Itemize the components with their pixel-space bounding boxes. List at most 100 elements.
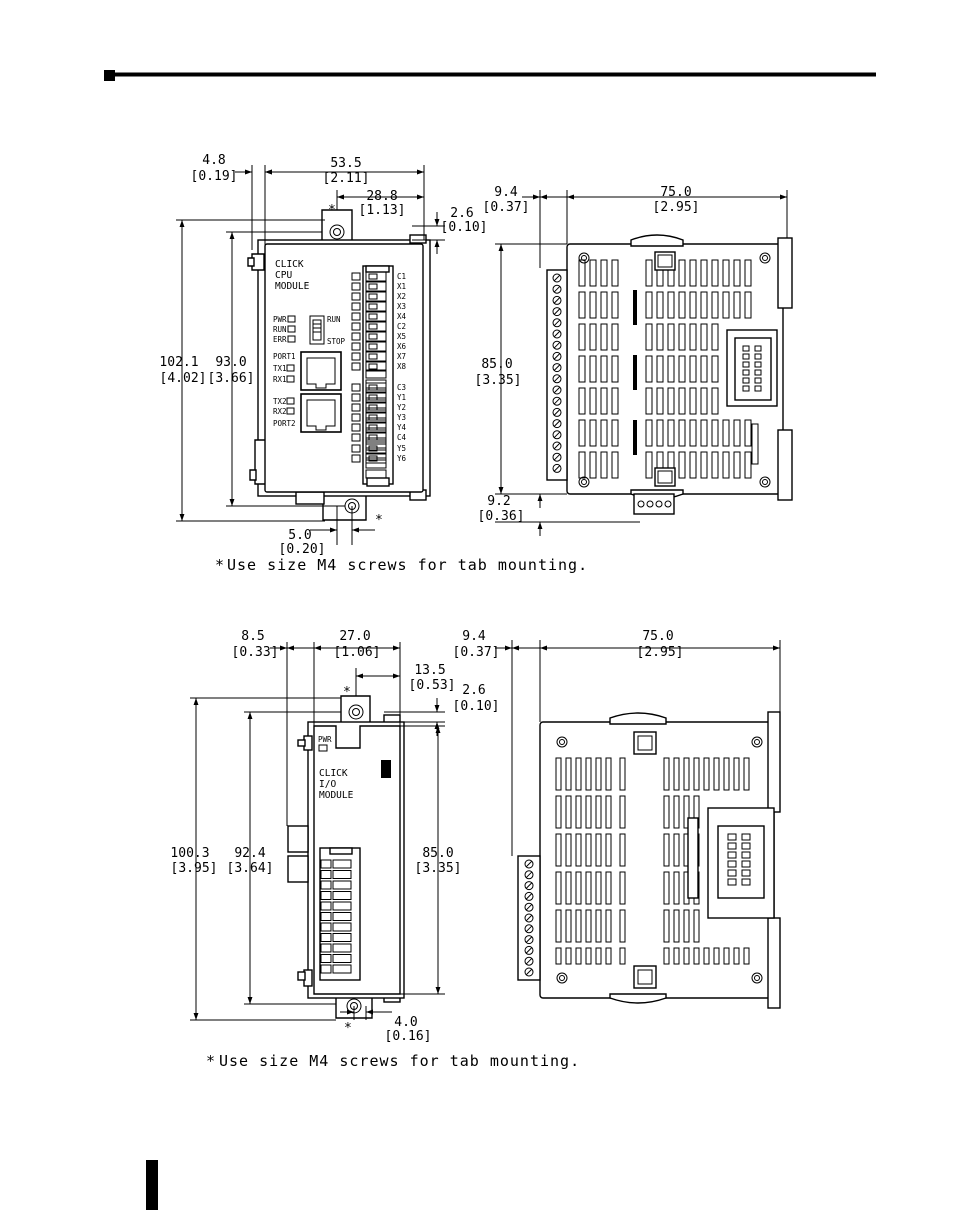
- cpu-terminal-label: Y5: [397, 444, 406, 453]
- cpu-module-label-3: MODULE: [275, 281, 310, 292]
- dim-2-6: 2.6: [450, 206, 473, 221]
- rx1-label: RX1: [273, 375, 287, 384]
- cpu-terminal-label: Y4: [397, 423, 407, 432]
- io-dim-9-4-in: [0.37]: [453, 645, 500, 660]
- footer-tab: [146, 1160, 158, 1210]
- cpu-terminal-label: C4: [397, 433, 407, 442]
- led-icon: [286, 364, 295, 372]
- cpu-terminal-label: C3: [397, 383, 406, 392]
- dim-28-8: 28.8: [366, 189, 397, 204]
- io-note-asterisk: *: [206, 1052, 216, 1070]
- cpu-terminal-label: C2: [397, 322, 406, 331]
- cpu-terminal-label: X6: [397, 342, 407, 351]
- led-icon: [287, 315, 296, 323]
- led-icon: [286, 397, 295, 405]
- tx2-label: TX2: [273, 397, 287, 406]
- port1-label: PORT1: [273, 352, 296, 361]
- cpu-led-err-label: ERR: [273, 335, 287, 344]
- cpu-terminal-label: Y3: [397, 413, 406, 422]
- io-dim-labels: 8.5 [0.33] 27.0 [1.06] 13.5 [0.53] 2.6 […: [170, 629, 683, 1070]
- dim-102-1: 102.1: [159, 355, 198, 370]
- io-module-label-3: MODULE: [319, 790, 354, 801]
- dim-4-8: 4.8: [202, 153, 225, 168]
- rj-port-2-icon: [300, 393, 342, 433]
- dim-4-0-in: [0.16]: [385, 1029, 432, 1044]
- cpu-module-label-2: CPU: [275, 270, 292, 281]
- cpu-terminal-label: Y6: [397, 454, 407, 463]
- dim-9-4-in: [0.37]: [483, 200, 530, 215]
- io-module-label-1: CLICK: [319, 768, 348, 779]
- dim-5-0-in: [0.20]: [279, 542, 326, 557]
- io-dim-75-0-in: [2.95]: [637, 645, 684, 660]
- io-module-label-2: I/O: [319, 779, 336, 790]
- dim-2-6-in: [0.10]: [441, 220, 488, 235]
- io-dim-2-6-in: [0.10]: [453, 699, 500, 714]
- dim-100-3-in: [3.95]: [171, 861, 218, 876]
- dim-13-5: 13.5: [414, 663, 445, 678]
- dim-4-0: 4.0: [394, 1015, 417, 1030]
- dim-27-0: 27.0: [339, 629, 370, 644]
- dim-8-5: 8.5: [241, 629, 264, 644]
- io-dimensions: [190, 640, 781, 1021]
- dim-102-1-in: [4.02]: [160, 371, 207, 386]
- cpu-front-view: CLICK CPU MODULE PWR RUN ERR RUN STOP PO…: [247, 209, 431, 521]
- cpu-terminal-label: Y1: [397, 393, 406, 402]
- dim-75-0: 75.0: [660, 185, 691, 200]
- dim-93-0: 93.0: [215, 355, 246, 370]
- cpu-terminal-label: X2: [397, 292, 406, 301]
- switch-run-label: RUN: [327, 315, 341, 324]
- dim-92-4-in: [3.64]: [227, 861, 274, 876]
- io-side-view: [517, 711, 781, 1009]
- cpu-terminal-label: X5: [397, 332, 406, 341]
- asterisk-bottom: *: [375, 513, 383, 528]
- dim-13-5-in: [0.53]: [409, 678, 456, 693]
- cpu-terminal-label: Y2: [397, 403, 406, 412]
- cpu-terminal-label: C1: [397, 272, 406, 281]
- dim-92-4: 92.4: [234, 846, 265, 861]
- cpu-dim-labels: 4.8 [0.19] 53.5 [2.11] 28.8 [1.13] 2.6 […: [159, 153, 699, 574]
- dim-9-2-in: [0.36]: [478, 509, 525, 524]
- dim-53-5: 53.5: [330, 156, 361, 171]
- io-asterisk-top: *: [343, 685, 351, 700]
- dim-5-0: 5.0: [288, 528, 311, 543]
- cpu-terminal-label: X3: [397, 302, 406, 311]
- dim-9-2: 9.2: [487, 494, 510, 509]
- cpu-terminal-label: X8: [397, 362, 407, 371]
- cpu-mounting-note: Use size M4 screws for tab mounting.: [227, 556, 588, 574]
- cpu-dimensions: [176, 165, 788, 545]
- rx2-label: RX2: [273, 407, 287, 416]
- dim-28-8-in: [1.13]: [359, 203, 406, 218]
- io-mounting-note: Use size M4 screws for tab mounting.: [219, 1052, 580, 1070]
- cpu-led-run-label: RUN: [273, 325, 287, 334]
- dim-85-0: 85.0: [481, 357, 512, 372]
- cpu-side-view: [546, 234, 793, 515]
- switch-stop-label: STOP: [327, 337, 346, 346]
- io-dim-75-0: 75.0: [642, 629, 673, 644]
- dim-100-3: 100.3: [170, 846, 209, 861]
- led-icon: [286, 407, 295, 415]
- io-dim-85-0: 85.0: [422, 846, 453, 861]
- tx1-label: TX1: [273, 364, 287, 373]
- io-asterisk-bottom: *: [344, 1021, 352, 1036]
- dim-93-0-in: [3.66]: [208, 371, 255, 386]
- io-dim-9-4: 9.4: [462, 629, 486, 644]
- cpu-terminal-label: X7: [397, 352, 406, 361]
- cpu-led-pwr-label: PWR: [273, 315, 287, 324]
- header-rule: [104, 70, 876, 81]
- dim-27-0-in: [1.06]: [334, 645, 381, 660]
- cpu-terminal-block: [351, 265, 394, 487]
- cpu-terminal-label: X4: [397, 312, 407, 321]
- io-dim-85-0-in: [3.35]: [415, 861, 462, 876]
- cpu-module-label-1: CLICK: [275, 259, 304, 270]
- rj-port-1-icon: [300, 351, 342, 391]
- asterisk-top: *: [328, 203, 336, 218]
- led-icon: [318, 744, 328, 752]
- cpu-terminal-label: X1: [397, 282, 406, 291]
- dim-4-8-in: [0.19]: [191, 169, 238, 184]
- io-front-view: PWR CLICK I/O MODULE: [287, 695, 405, 1019]
- io-pwr-label: PWR: [318, 735, 332, 744]
- led-icon: [287, 335, 296, 343]
- dim-53-5-in: [2.11]: [323, 171, 370, 186]
- port2-label: PORT2: [273, 419, 296, 428]
- io-dim-2-6: 2.6: [462, 683, 485, 698]
